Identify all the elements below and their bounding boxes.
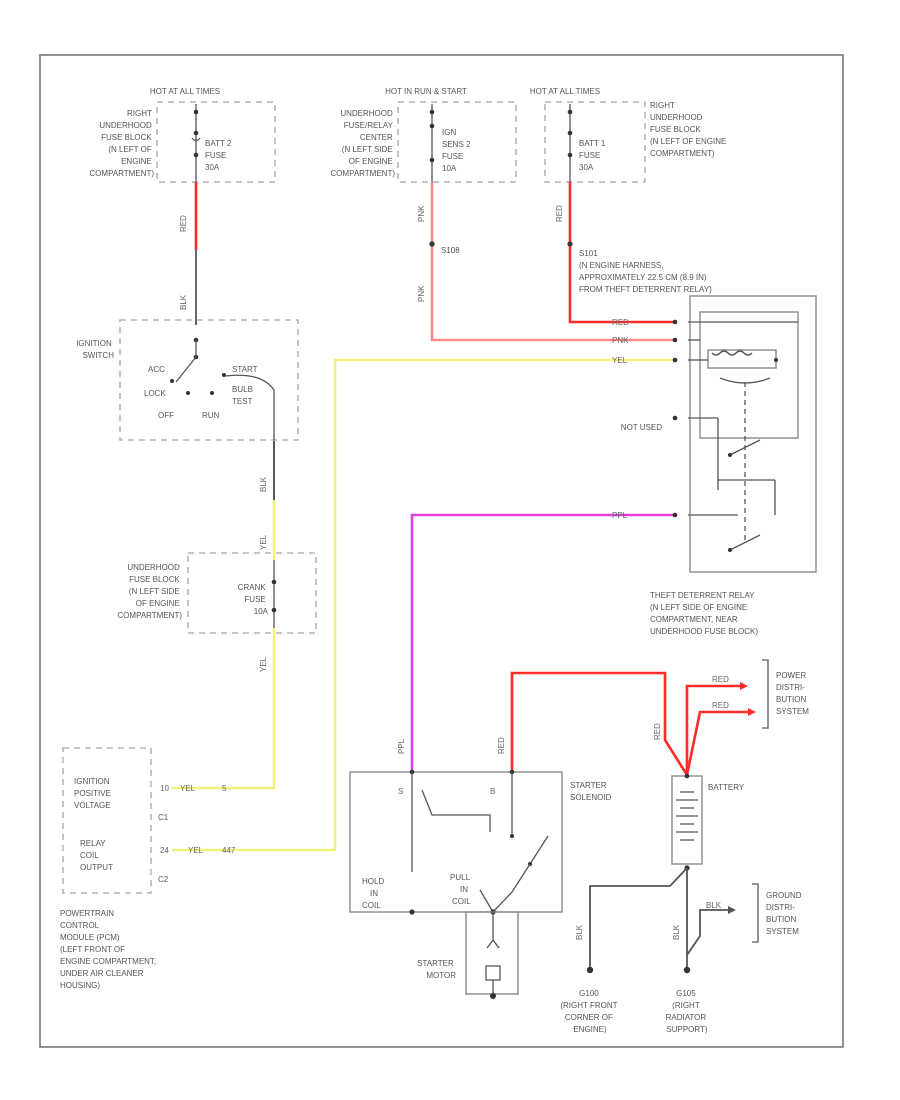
hot-in-run-start-label: HOT IN RUN & START bbox=[385, 87, 467, 96]
ground-connector-arrow bbox=[728, 906, 736, 914]
right-underhood-fuse-block-label-right: RIGHT UNDERHOOD FUSE BLOCK (N LEFT OF EN… bbox=[650, 101, 729, 158]
ground-g100-label: G100 (RIGHT FRONT CORNER OF ENGINE) bbox=[560, 989, 619, 1034]
underhood-fuse-relay-center-label: UNDERHOOD FUSE/RELAY CENTER (N LEFT SIDE… bbox=[330, 109, 395, 178]
ign-sens-fuse-block: HOT IN RUN & START UNDERHOOD FUSE/RELAY … bbox=[330, 87, 517, 183]
wire-label-red-battery: RED bbox=[653, 723, 662, 740]
switch-run-label: RUN bbox=[202, 411, 220, 420]
wire-label-blk-g100: BLK bbox=[575, 924, 584, 940]
pcm-ign-pin: 10 bbox=[160, 784, 169, 793]
splice-s108-label: S108 bbox=[441, 246, 460, 255]
wire-label-red-power-b: RED bbox=[712, 701, 729, 710]
wire-label-ppl-relay: PPL bbox=[612, 511, 628, 520]
power-distribution-bracket bbox=[762, 659, 769, 729]
ground-g105-label: G105 (RIGHT RADIATOR SUPPORT) bbox=[666, 989, 709, 1034]
battery-red-cable-solenoid bbox=[510, 671, 689, 776]
theft-deterrent-relay-label: THEFT DETERRENT RELAY (N LEFT SIDE OF EN… bbox=[650, 591, 758, 636]
wire-label-pnk-relay: PNK bbox=[612, 336, 629, 345]
underhood-fuse-block-label: UNDERHOOD FUSE BLOCK (N LEFT SIDE OF ENG… bbox=[117, 563, 182, 620]
hot-at-all-times-label-right: HOT AT ALL TIMES bbox=[530, 87, 600, 96]
pcm-ignition-positive-label: IGNITION POSITIVE VOLTAGE bbox=[74, 777, 113, 810]
battery: BATTERY bbox=[671, 773, 745, 871]
relay-coil-yellow-wire bbox=[172, 358, 675, 852]
theft-deterrent-relay: NOT USED THEFT DETERRENT RELAY (N LEFT S… bbox=[621, 295, 817, 636]
ignition-switch-label: IGNITION SWITCH bbox=[76, 339, 114, 360]
wire-label-pnk-lower: PNK bbox=[417, 285, 426, 302]
pcm-c2-label: C2 bbox=[158, 875, 169, 884]
switch-bulb-test-label: BULB TEST bbox=[232, 385, 255, 406]
batt1-red-wire bbox=[568, 182, 675, 324]
batt1-fuse-block: HOT AT ALL TIMES RIGHT UNDERHOOD FUSE BL… bbox=[530, 87, 729, 183]
wire-label-yel-crank-out: YEL bbox=[259, 656, 268, 672]
pull-in-coil-label: PULL IN COIL bbox=[450, 873, 472, 906]
crank-fuse-block: UNDERHOOD FUSE BLOCK (N LEFT SIDE OF ENG… bbox=[117, 552, 317, 634]
splice-s101-label: S101 (N ENGINE HARNESS, APPROXIMATELY 22… bbox=[579, 249, 712, 294]
right-underhood-fuse-block-label-left: RIGHT UNDERHOOD FUSE BLOCK (N LEFT OF EN… bbox=[89, 109, 154, 178]
splice-s101 bbox=[567, 241, 573, 247]
hold-in-coil-label: HOLD IN COIL bbox=[362, 877, 386, 910]
starter-solenoid: STARTER SOLENOID S B HOLD IN COIL PULL I… bbox=[349, 769, 612, 915]
ground-g105 bbox=[683, 966, 691, 974]
starter-motor: STARTER MOTOR bbox=[417, 911, 519, 999]
wire-label-red-batt2: RED bbox=[179, 215, 188, 232]
wire-label-yel-relay: YEL bbox=[612, 356, 628, 365]
crank-to-pcm-yellow-wire bbox=[172, 628, 276, 790]
wire-label-red-relay: RED bbox=[612, 318, 629, 327]
wire-label-blk-ground-dist: BLK bbox=[706, 901, 722, 910]
wire-label-ppl-solenoid: PPL bbox=[397, 738, 406, 754]
hot-at-all-times-label-left: HOT AT ALL TIMES bbox=[150, 87, 220, 96]
power-connector-arrow-a bbox=[740, 682, 748, 690]
solenoid-pin-b: B bbox=[490, 787, 495, 796]
wire-label-red-power-a: RED bbox=[712, 675, 729, 684]
pcm-relay-circuit: 447 bbox=[222, 846, 236, 855]
crank-fuse-label: CRANK FUSE 10A bbox=[238, 583, 269, 616]
switch-acc-label: ACC bbox=[148, 365, 165, 374]
power-connector-arrow-b bbox=[748, 708, 756, 716]
ground-distribution-label: GROUND DISTRI- BUTION SYSTEM bbox=[766, 891, 804, 936]
solenoid-purple-wire bbox=[410, 513, 675, 772]
battery-red-cable-power-a bbox=[685, 684, 740, 775]
ignition-switch: IGNITION SWITCH ACC LOCK OFF RUN START B… bbox=[76, 319, 299, 441]
wire-label-yel-crank-in: YEL bbox=[259, 534, 268, 550]
pcm-relay-wire-color: YEL bbox=[188, 846, 204, 855]
switch-lock-label: LOCK bbox=[144, 389, 166, 398]
wire-label-blk-ignition: BLK bbox=[179, 294, 188, 310]
starter-motor-label: STARTER MOTOR bbox=[417, 959, 456, 980]
battery-ground-cable-g100 bbox=[589, 867, 688, 968]
wire-label-blk-ignition-out: BLK bbox=[259, 476, 268, 492]
battery-label: BATTERY bbox=[708, 783, 745, 792]
ground-distribution-bracket bbox=[752, 883, 759, 943]
batt2-fuse-block: HOT AT ALL TIMES RIGHT UNDERHOOD FUSE BL… bbox=[89, 87, 276, 183]
solenoid-pin-s: S bbox=[398, 787, 403, 796]
batt2-fuse-label: BATT 2 FUSE 30A bbox=[205, 139, 234, 172]
wire-label-blk-g105: BLK bbox=[672, 924, 681, 940]
ign-sens-fuse-label: IGN SENS 2 FUSE 10A bbox=[442, 128, 473, 173]
batt1-fuse-label: BATT 1 FUSE 30A bbox=[579, 139, 608, 172]
powertrain-control-module: IGNITION POSITIVE VOLTAGE RELAY COIL OUT… bbox=[60, 747, 236, 990]
starter-solenoid-label: STARTER SOLENOID bbox=[570, 781, 612, 802]
pcm-ign-circuit: 5 bbox=[222, 784, 227, 793]
wire-label-red-solenoid: RED bbox=[497, 737, 506, 754]
switch-off-label: OFF bbox=[158, 411, 174, 420]
switch-start-label: START bbox=[232, 365, 258, 374]
battery-red-cable-power-b bbox=[685, 710, 748, 776]
wire-label-red-batt1: RED bbox=[555, 205, 564, 222]
wire-label-pnk-upper: PNK bbox=[417, 205, 426, 222]
diagram-frame bbox=[39, 54, 844, 1048]
pcm-ign-wire-color: YEL bbox=[180, 784, 196, 793]
pcm-location-label: POWERTRAIN CONTROL MODULE (PCM) (LEFT FR… bbox=[60, 909, 158, 990]
power-distribution-label: POWER DISTRI- BUTION SYSTEM bbox=[776, 671, 809, 716]
ign-sens-pink-wire bbox=[430, 182, 675, 342]
ground-g100 bbox=[586, 966, 594, 974]
ground-distribution-cable bbox=[686, 909, 732, 956]
pcm-relay-pin: 24 bbox=[160, 846, 169, 855]
not-used-label: NOT USED bbox=[621, 423, 662, 432]
pcm-c1-label: C1 bbox=[158, 813, 169, 822]
pcm-relay-coil-label: RELAY COIL OUTPUT bbox=[80, 839, 113, 872]
splice-s108 bbox=[429, 241, 435, 247]
